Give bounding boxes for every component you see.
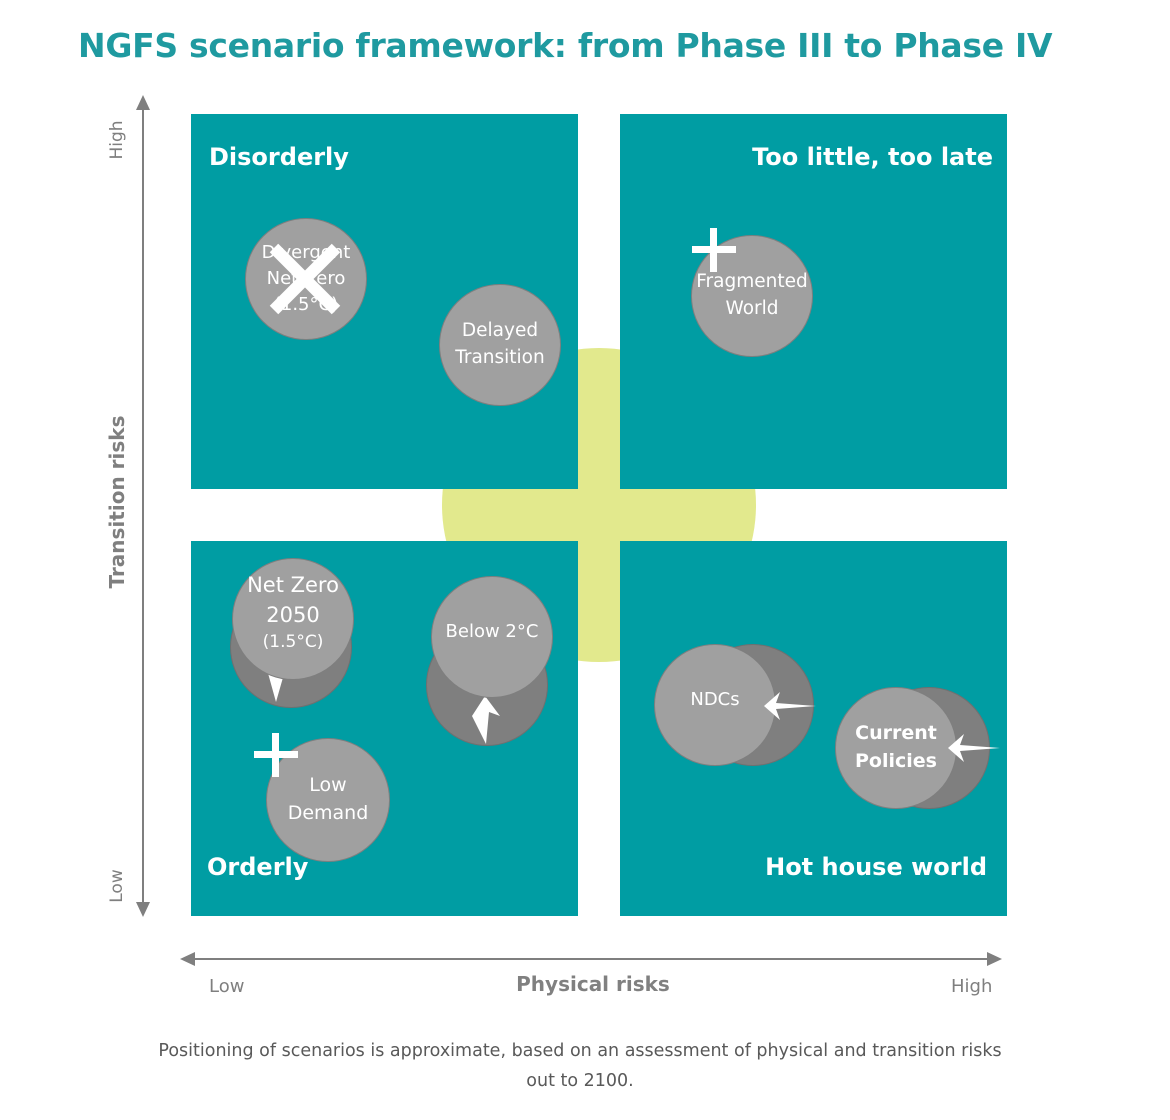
y-axis-high-label: High [107, 120, 127, 160]
x-axis-high-label: High [951, 976, 993, 997]
shift-arrow-icon [472, 696, 500, 744]
scenario-net-zero-2050: Net Zero 2050 (1.5°C) [232, 558, 354, 680]
scenario-below-2c-label: Below 2°C [445, 620, 539, 642]
scenario-low-demand-label: Low Demand [287, 774, 369, 824]
y-axis-arrow-up [136, 95, 150, 110]
new-plus-icon [254, 733, 298, 777]
quadrant-too-little-too-late [620, 114, 1007, 489]
page-title: NGFS scenario framework: from Phase III … [78, 26, 1053, 65]
new-plus-icon [692, 228, 736, 272]
quadrant-label-disorderly: Disorderly [209, 143, 349, 171]
quadrant-label-orderly: Orderly [207, 853, 309, 881]
scenario-delayed-transition-label: Delayed Transition [455, 320, 545, 368]
scenario-ndcs-label: NDCs [690, 688, 740, 710]
scenario-current-policies: Current Policies [835, 687, 957, 809]
scenario-low-demand: Low Demand [266, 738, 390, 862]
x-axis-low-label: Low [209, 976, 245, 997]
removed-cross-icon [269, 243, 341, 315]
y-axis-arrow-down [136, 902, 150, 917]
scenario-net-zero-2050-label: Net Zero 2050 [247, 573, 339, 627]
x-axis-arrow-right [987, 952, 1002, 966]
y-axis-low-label: Low [107, 869, 127, 903]
scenario-below-2c: Below 2°C [431, 576, 553, 698]
quadrant-label-hot-house-world: Hot house world [765, 853, 987, 881]
scenario-ndcs: NDCs [654, 644, 776, 766]
shift-arrow-icon [764, 692, 816, 720]
scenario-current-policies-label: Current Policies [855, 722, 937, 772]
x-axis-title: Physical risks [516, 972, 670, 996]
quadrant-label-too-little-too-late: Too little, too late [752, 143, 993, 171]
y-axis-title: Transition risks [105, 415, 129, 589]
scenario-delayed-transition: Delayed Transition [439, 284, 561, 406]
shift-arrow-icon [948, 734, 1000, 762]
footnote: Positioning of scenarios is approximate,… [158, 1041, 1002, 1091]
scenario-net-zero-2050-sublabel: (1.5°C) [262, 632, 324, 653]
scenario-fragmented-world-label: Fragmented World [696, 271, 808, 319]
x-axis-arrow-left [180, 952, 195, 966]
